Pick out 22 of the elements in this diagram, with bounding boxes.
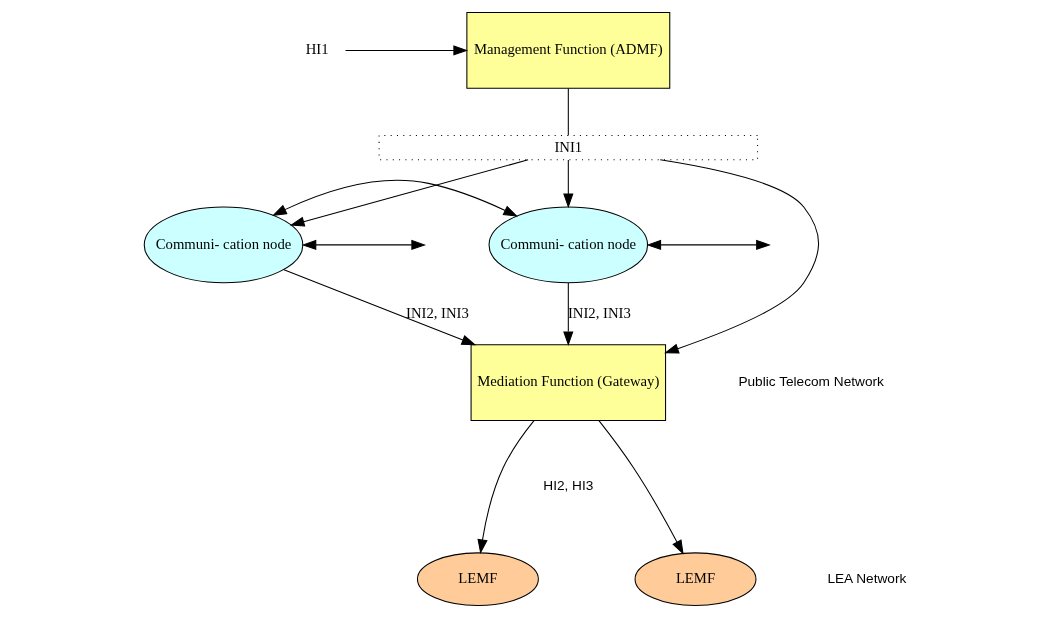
arrow <box>477 420 535 555</box>
node-box: Management Function (ADMF) <box>466 12 671 89</box>
arrow <box>345 45 469 56</box>
node-ellipse: LEMF <box>634 552 757 606</box>
arrow <box>598 419 684 555</box>
label: HI2, HI3 <box>543 478 594 494</box>
arrow <box>563 282 574 347</box>
arrow <box>289 159 529 227</box>
label: Public Telecom Network <box>738 374 884 390</box>
node-ellipse: LEMF <box>416 552 539 606</box>
arrow <box>301 239 427 251</box>
label: LEA Network <box>827 570 907 586</box>
edge-label: INI2, INI3 <box>406 304 469 321</box>
arrow <box>272 179 519 217</box>
arrow <box>646 239 771 251</box>
arrow <box>659 159 820 354</box>
connector <box>567 88 569 136</box>
arrow <box>563 159 574 209</box>
node-box: Mediation Function (Gateway) <box>470 344 667 421</box>
node-box: INI1 <box>378 135 759 161</box>
arrow <box>283 269 477 346</box>
node-text: HI1 <box>305 41 329 58</box>
